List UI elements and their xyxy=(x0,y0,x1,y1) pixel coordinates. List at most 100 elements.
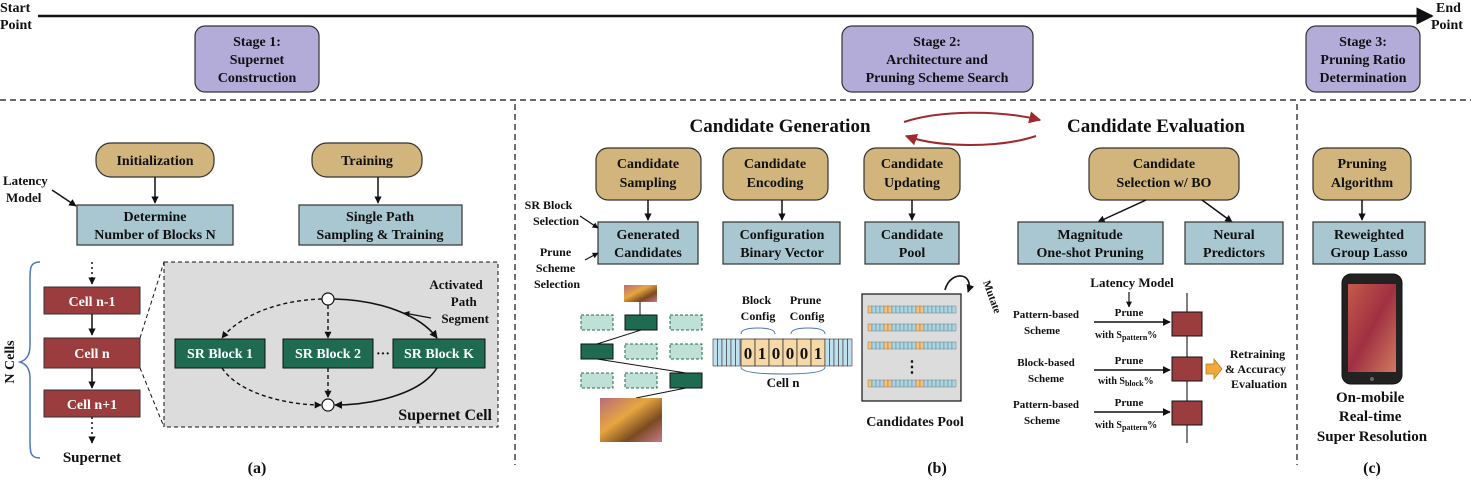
svg-text:Pruning: Pruning xyxy=(1337,157,1386,172)
generated-candidates-box: Generated Candidates xyxy=(597,221,699,265)
magnitude-pruning-box: Magnitude One-shot Pruning xyxy=(1017,221,1164,265)
panel-b-label: (b) xyxy=(927,460,947,477)
svg-text:SR Block 1: SR Block 1 xyxy=(187,347,253,362)
svg-text:Candidate: Candidate xyxy=(881,228,943,243)
pool-rows xyxy=(867,305,957,388)
svg-text:Architecture and: Architecture and xyxy=(886,53,988,68)
svg-text:Cell n: Cell n xyxy=(74,347,110,362)
bit-value: 0 xyxy=(800,344,809,363)
svg-text:Supernet: Supernet xyxy=(230,53,285,68)
supernet-cell: SR Block 1 SR Block 2 ··· SR Block K Act… xyxy=(163,261,499,428)
phone-illustration xyxy=(1341,273,1403,385)
vector-padding-cell xyxy=(721,338,727,367)
stage-2-box: Stage 2: Architecture and Pruning Scheme… xyxy=(841,25,1034,93)
svg-text:Algorithm: Algorithm xyxy=(1331,176,1394,191)
svg-text:Encoding: Encoding xyxy=(747,176,804,191)
block-config-label: Block Config xyxy=(741,293,776,323)
panel-c-label: (c) xyxy=(1363,460,1381,477)
vector-padding-cell xyxy=(726,338,732,367)
svg-text:Pruning Scheme Search: Pruning Scheme Search xyxy=(866,71,1009,86)
svg-text:Reweighted: Reweighted xyxy=(1334,228,1404,243)
pool-candidate-row xyxy=(867,323,957,332)
bit-value: 0 xyxy=(772,344,781,363)
n-cells-label: N Cells xyxy=(3,340,18,384)
svg-text:Construction: Construction xyxy=(218,71,297,86)
svg-text:Training: Training xyxy=(341,154,393,169)
cell-n-plus-1: Cell n+1 xyxy=(43,389,141,418)
retraining-label: Retraining & Accuracy Evaluation xyxy=(1225,347,1289,391)
svg-text:with Sblock%: with Sblock% xyxy=(1098,376,1154,388)
svg-text:Determine: Determine xyxy=(124,210,187,225)
cycle-arrow-bottom xyxy=(904,133,1037,146)
vector-padding-cell xyxy=(824,338,830,367)
activated-path-label: Activated Path Segment xyxy=(429,277,489,326)
vector-padding-cell xyxy=(847,338,853,367)
stage-1-box: Stage 1: Supernet Construction xyxy=(194,25,320,93)
pruning-algorithm-box: Pruning Algorithm xyxy=(1312,147,1412,201)
candidate-evaluation-title: Candidate Evaluation xyxy=(1067,116,1245,137)
prune-scheme-selection-label: Prune Scheme Selection xyxy=(534,245,580,291)
svg-text:Generated: Generated xyxy=(617,228,680,243)
bit-value: 0 xyxy=(744,344,753,363)
vector-padding-cell xyxy=(833,338,839,367)
n-cells-brace xyxy=(17,261,41,459)
training-box: Training xyxy=(311,142,423,178)
candidates-pool-illustration: ⋮ Mutate Candidates Pool xyxy=(861,275,1003,430)
candidate-generation-title: Candidate Generation xyxy=(689,116,870,137)
panel-c: Pruning Algorithm Reweighted Group Lasso… xyxy=(1312,147,1428,477)
svg-text:Prune: Prune xyxy=(1115,397,1144,409)
svg-text:Stage 2:: Stage 2: xyxy=(913,35,961,50)
vector-padding-cell xyxy=(730,338,736,367)
bit-value: 0 xyxy=(786,344,795,363)
candidate-encoding-box: Candidate Encoding xyxy=(722,147,829,201)
supernet-cell-label: Supernet Cell xyxy=(398,407,492,424)
panel-b: Candidate Generation Candidate Evaluatio… xyxy=(525,111,1289,477)
latency-model-eval-label: Latency Model xyxy=(1090,275,1174,290)
svg-text:Number of Blocks N: Number of Blocks N xyxy=(94,228,215,243)
sr-block-selection-label: SR Block Selection xyxy=(525,198,580,228)
cell-n-vector-label: Cell n xyxy=(767,375,801,390)
output-image-thumbnail xyxy=(600,398,662,442)
svg-text:Cell n-1: Cell n-1 xyxy=(68,295,115,310)
retraining-arrow xyxy=(1205,357,1223,381)
svg-text:One-shot Pruning: One-shot Pruning xyxy=(1037,246,1144,261)
svg-text:Initialization: Initialization xyxy=(116,154,193,169)
svg-text:Binary Vector: Binary Vector xyxy=(740,246,824,261)
svg-text:Single Path: Single Path xyxy=(346,210,414,225)
vector-padding-cell xyxy=(829,338,835,367)
cycle-arrow-top xyxy=(903,111,1042,124)
svg-text:Prune: Prune xyxy=(1115,355,1144,367)
svg-text:Sampling & Training: Sampling & Training xyxy=(316,228,443,243)
panel-a-label: (a) xyxy=(248,460,267,477)
svg-text:Cell n+1: Cell n+1 xyxy=(67,398,117,413)
svg-text:SR Block 2: SR Block 2 xyxy=(295,347,361,362)
sampled-path-illustration xyxy=(580,285,703,442)
svg-text:with Spattern%: with Spattern% xyxy=(1095,330,1157,342)
block-ellipsis: ··· xyxy=(376,347,390,362)
initialization-box: Initialization xyxy=(95,142,215,178)
svg-text:Candidate: Candidate xyxy=(1133,157,1195,172)
svg-text:Group Lasso: Group Lasso xyxy=(1330,246,1407,261)
svg-text:Candidate: Candidate xyxy=(881,157,943,172)
stage-3-box: Stage 3: Pruning Ratio Determination xyxy=(1305,25,1421,93)
svg-text:Pruning Ratio: Pruning Ratio xyxy=(1320,53,1405,68)
group-lasso-box: Reweighted Group Lasso xyxy=(1312,221,1426,265)
vector-padding-cell xyxy=(735,338,741,367)
determine-blocks-box: Determine Number of Blocks N xyxy=(76,204,234,246)
pool-candidate-row xyxy=(867,379,957,388)
svg-text:Magnitude: Magnitude xyxy=(1057,228,1122,243)
svg-text:Neural: Neural xyxy=(1213,228,1254,243)
